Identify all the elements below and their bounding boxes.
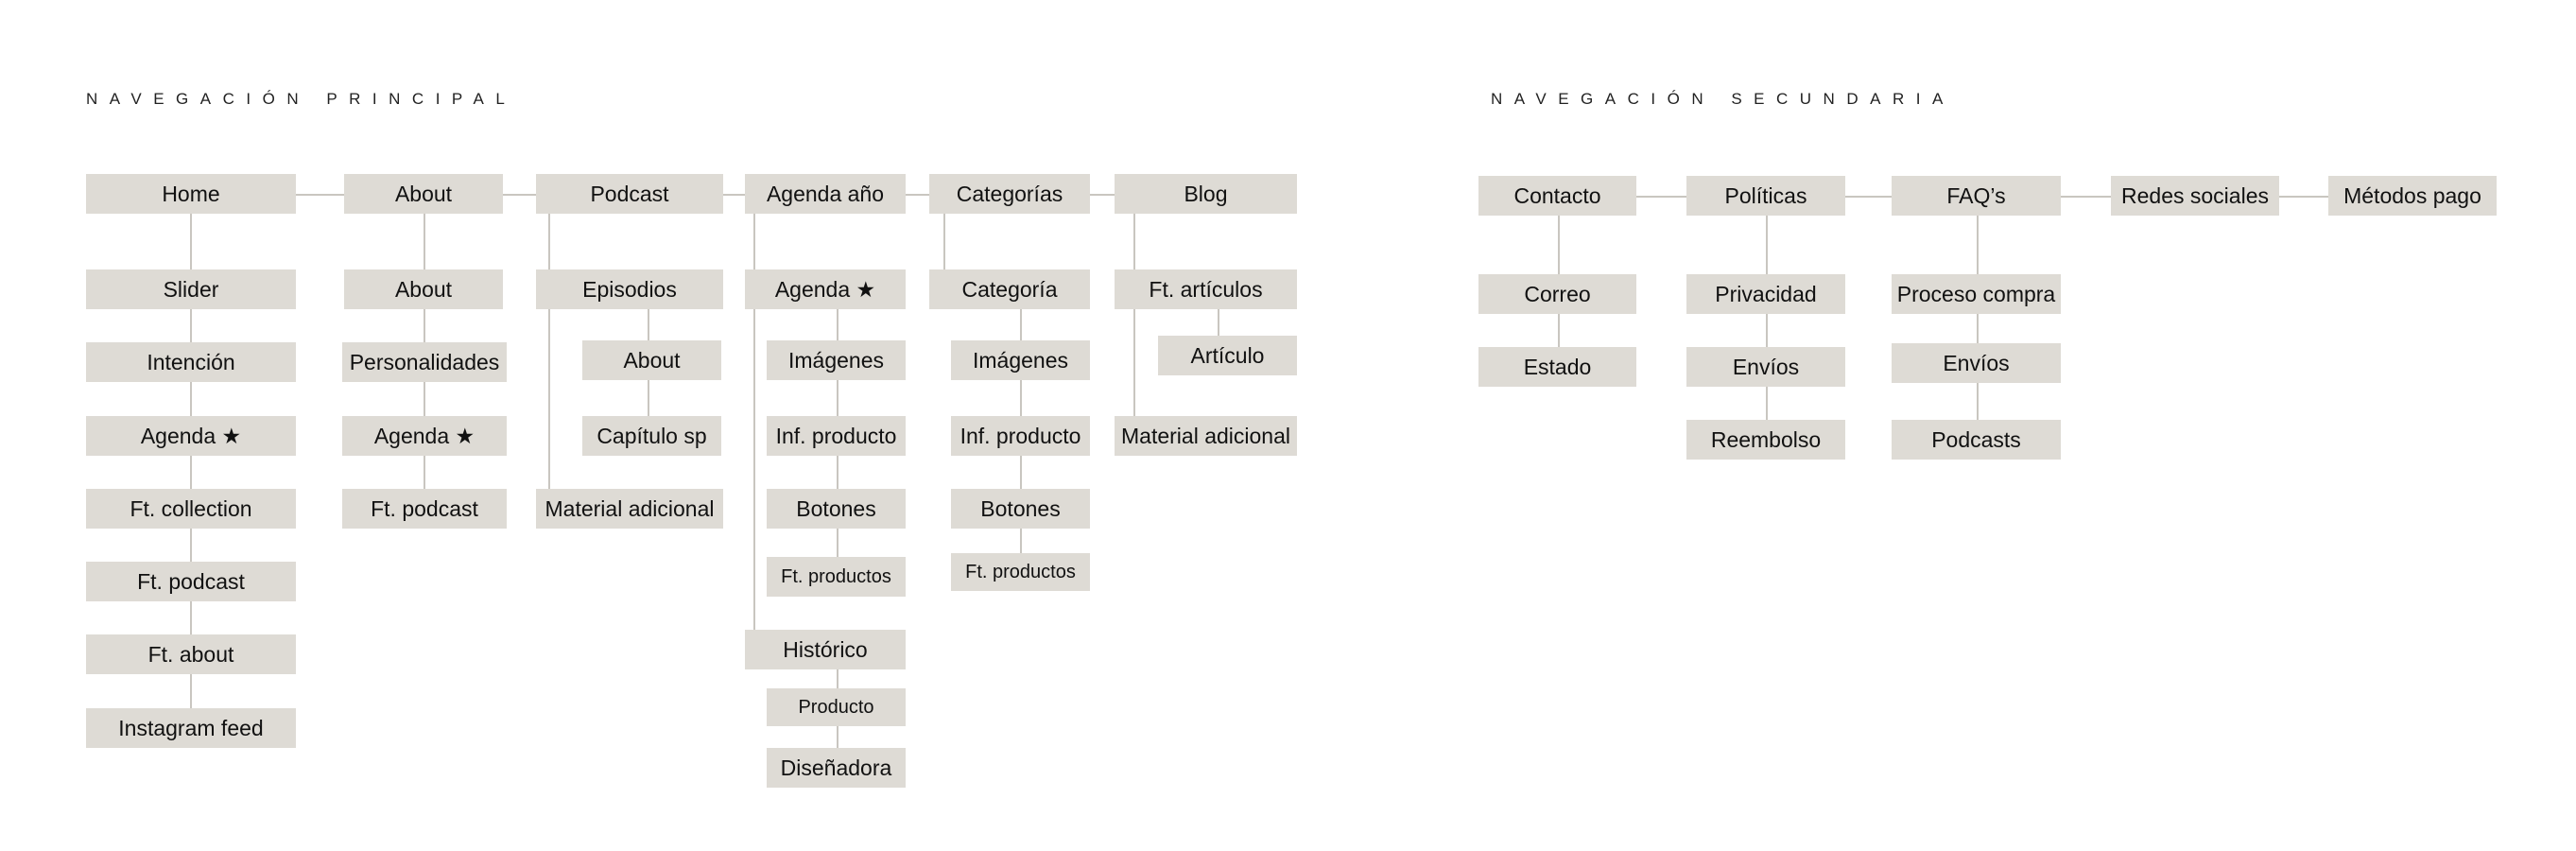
nav-node-metodos-pago: Métodos pago [2328,176,2497,216]
subnav-node-privacidad: Privacidad [1686,274,1845,314]
subnav-node-intencion: Intención [86,342,296,382]
subnav-node-botones: Botones [767,489,906,529]
subnav-node-envios: Envíos [1686,347,1845,387]
connector-line [1845,196,1892,198]
nav-node-categorias: Categorías [929,174,1090,214]
subnav-node-envios: Envíos [1892,343,2061,383]
subnav-node-agenda: Agenda ★ [86,416,296,456]
subnav-node-material-adicional: Material adicional [1115,416,1297,456]
subnav-node-botones: Botones [951,489,1090,529]
subnav-node-ft-about: Ft. about [86,634,296,674]
connector-line [190,214,192,708]
subnav-node-agenda: Agenda ★ [342,416,507,456]
subnav-node-ft-podcast: Ft. podcast [86,562,296,601]
subnav-node-correo: Correo [1478,274,1636,314]
subnav-node-ft-podcast: Ft. podcast [342,489,507,529]
subnav-node-articulo: Artículo [1158,336,1297,375]
connector-line [548,214,550,489]
subnav-node-slider: Slider [86,269,296,309]
nav-node-about: About [344,174,503,214]
subnav-node-disenadora: Diseñadora [767,748,906,788]
subnav-node-about: About [344,269,503,309]
subnav-node-capitulo-sp: Capítulo sp [582,416,721,456]
nav-node-podcast: Podcast [536,174,723,214]
subnav-node-episodios: Episodios [536,269,723,309]
connector-line [2279,196,2328,198]
connector-line [943,214,945,269]
subnav-node-ft-productos: Ft. productos [951,553,1090,591]
subnav-node-ft-collection: Ft. collection [86,489,296,529]
subnav-node-reembolso: Reembolso [1686,420,1845,460]
connector-line [906,194,929,196]
nav-node-politicas: Políticas [1686,176,1845,216]
subnav-node-imagenes: Imágenes [951,340,1090,380]
subnav-node-material-adicional: Material adicional [536,489,723,529]
nav-node-home: Home [86,174,296,214]
nav-node-redes-sociales: Redes sociales [2111,176,2279,216]
connector-line [753,214,755,630]
connector-line [1636,196,1686,198]
subnav-node-estado: Estado [1478,347,1636,387]
nav-node-contacto: Contacto [1478,176,1636,216]
subnav-node-agenda: Agenda ★ [745,269,906,309]
connector-line [1133,214,1135,416]
connector-line [1766,216,1768,420]
connector-line [1090,194,1115,196]
subnav-node-producto: Producto [767,688,906,726]
connector-line [723,194,745,196]
primary-nav-title: NAVEGACIÓN PRINCIPAL [86,90,517,108]
secondary-nav-title: NAVEGACIÓN SECUNDARIA [1491,90,1955,108]
connector-line [296,194,344,196]
subnav-node-podcasts: Podcasts [1892,420,2061,460]
subnav-node-historico: Histórico [745,630,906,669]
subnav-node-categoria: Categoría [929,269,1090,309]
subnav-node-ft-articulos: Ft. artículos [1115,269,1297,309]
nav-node-blog: Blog [1115,174,1297,214]
subnav-node-ft-productos: Ft. productos [767,557,906,597]
subnav-node-instagram-feed: Instagram feed [86,708,296,748]
subnav-node-imagenes: Imágenes [767,340,906,380]
connector-line [1218,309,1219,336]
subnav-node-proceso-compra: Proceso compra [1892,274,2061,314]
subnav-node-personalidades: Personalidades [342,342,507,382]
connector-line [1977,216,1979,420]
connector-line [2061,196,2111,198]
connector-line [503,194,536,196]
subnav-node-about: About [582,340,721,380]
nav-node-agenda-ano: Agenda año [745,174,906,214]
subnav-node-inf-producto: Inf. producto [767,416,906,456]
nav-node-faq-s: FAQ’s [1892,176,2061,216]
subnav-node-inf-producto: Inf. producto [951,416,1090,456]
